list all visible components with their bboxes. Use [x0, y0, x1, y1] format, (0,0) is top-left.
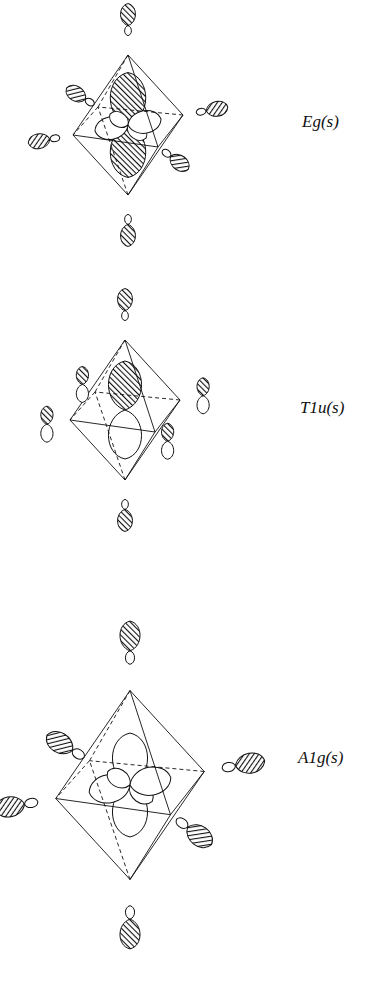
octahedron-edge — [158, 115, 183, 147]
octahedron-edge — [95, 392, 125, 480]
octahedron-edge — [125, 340, 155, 432]
orbital-lobe — [126, 108, 163, 136]
octahedron-edge — [73, 135, 128, 195]
octahedron-edge — [128, 55, 158, 147]
orbital-lobe — [125, 26, 132, 36]
orbital-lobe — [121, 224, 136, 246]
orbital-lobe — [120, 621, 140, 651]
orbital-lobe — [120, 919, 140, 949]
octahedron-edge — [56, 761, 90, 799]
orbital-lobe — [221, 761, 236, 772]
octahedron-edge — [70, 420, 125, 480]
octahedron-edge — [56, 799, 130, 880]
orbital-lobe — [0, 794, 26, 819]
orbital-lobe — [197, 378, 209, 396]
octahedron-figure — [41, 289, 209, 532]
octahedron-edge — [90, 691, 131, 761]
orbital-lobe — [41, 424, 53, 442]
octahedron-edge — [56, 799, 171, 815]
orbital-lobe — [103, 764, 134, 792]
octahedron-edge — [73, 135, 158, 147]
orbital-lobe — [182, 819, 218, 853]
orbital-lobe — [127, 764, 173, 799]
orbital-lobe — [125, 906, 134, 920]
orbital-lobe — [121, 4, 136, 26]
orbital-lobe — [196, 107, 207, 115]
orbital-lobe — [162, 441, 174, 459]
orbital-lobe — [197, 396, 209, 414]
octahedron-edge — [95, 392, 180, 400]
octahedron-edge — [73, 107, 98, 135]
octahedron-edge — [130, 691, 204, 772]
orbital-lobe — [24, 797, 39, 808]
symmetry-label: Eg(s) — [300, 112, 341, 132]
octahedron-figure — [27, 4, 229, 247]
orbital-lobe — [108, 410, 141, 459]
orbital-lobe — [166, 150, 193, 175]
octahedron-edge — [171, 772, 205, 815]
orbital-lobe — [27, 132, 51, 151]
orbital-lobe — [42, 727, 78, 759]
octahedron-edge — [90, 761, 131, 880]
orbital-lobe — [108, 361, 141, 410]
orbital-lobe — [125, 214, 132, 224]
octahedron-edge — [95, 340, 125, 392]
octahedron-edge — [70, 420, 155, 432]
symmetry-label: T1u(s) — [298, 398, 346, 418]
orbital-lobe — [118, 509, 133, 531]
orbital-lobe — [122, 499, 129, 509]
octahedron-edge — [98, 107, 183, 115]
octahedron-edge — [98, 55, 128, 107]
symmetry-label: A1g(s) — [296, 748, 345, 768]
orbital-lobe — [106, 108, 131, 131]
octahedron-figure — [0, 621, 266, 949]
orbital-lobe — [76, 366, 88, 384]
orbital-lobe — [205, 100, 229, 119]
orbital-lobe — [162, 423, 174, 441]
orbital-lobe — [234, 751, 267, 776]
octahedron-edge — [70, 340, 125, 420]
octahedron-edge — [90, 761, 205, 772]
orbital-lobe — [125, 651, 134, 665]
orbital-lobe — [41, 406, 53, 424]
octahedron-edge — [125, 340, 180, 400]
orbital-lobe — [63, 82, 90, 106]
octahedron-edge — [130, 691, 171, 815]
octahedron-edge — [125, 400, 180, 480]
octahedron-edge — [98, 107, 128, 195]
orbital-lobe — [122, 311, 129, 321]
orbital-lobe — [76, 384, 88, 402]
orbital-lobe — [49, 134, 60, 142]
octahedron-edge — [130, 815, 171, 880]
orbital-lobe — [118, 289, 133, 311]
octahedron-edge — [128, 55, 183, 115]
